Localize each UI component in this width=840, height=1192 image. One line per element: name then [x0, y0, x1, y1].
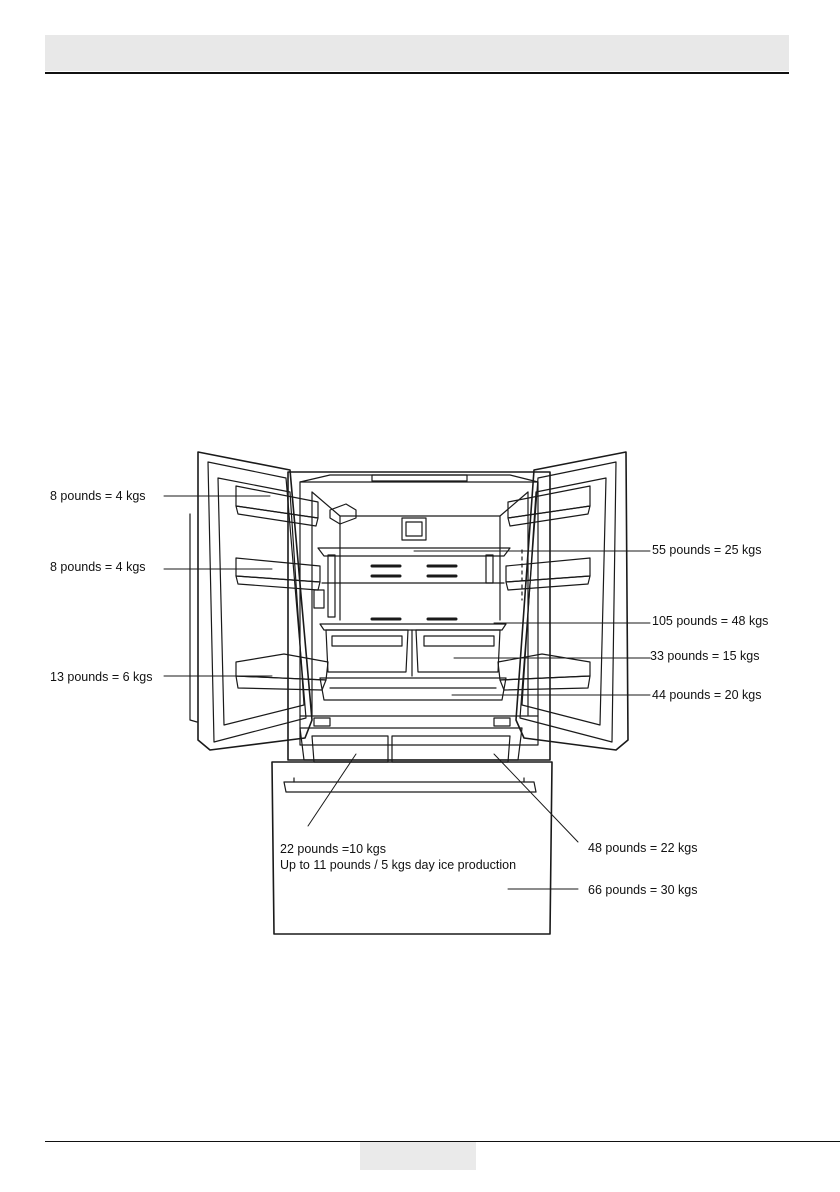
label-left-door-mid: 8 pounds = 4 kgs — [50, 559, 146, 575]
label-crisper-shelf: 105 pounds = 48 kgs — [652, 613, 768, 629]
label-glass-shelf: 55 pounds = 25 kgs — [652, 542, 761, 558]
label-freezer-drawer: 66 pounds = 30 kgs — [588, 882, 697, 898]
left-door — [190, 452, 328, 750]
cabinet — [288, 472, 550, 760]
label-left-door-top: 8 pounds = 4 kgs — [50, 488, 146, 504]
right-door — [498, 452, 628, 750]
label-ice-production: Up to 11 pounds / 5 kgs day ice producti… — [280, 857, 516, 873]
label-deli-drawer: 44 pounds = 20 kgs — [652, 687, 761, 703]
leader-lines — [164, 496, 650, 889]
label-left-door-bottom: 13 pounds = 6 kgs — [50, 669, 153, 685]
label-ice-bin: 22 pounds =10 kgs — [280, 841, 386, 857]
freezer — [272, 728, 552, 934]
label-upper-freezer-drawer: 48 pounds = 22 kgs — [588, 840, 697, 856]
page-number-box — [360, 1142, 476, 1170]
label-right-door-bin: 33 pounds = 15 kgs — [650, 648, 759, 664]
